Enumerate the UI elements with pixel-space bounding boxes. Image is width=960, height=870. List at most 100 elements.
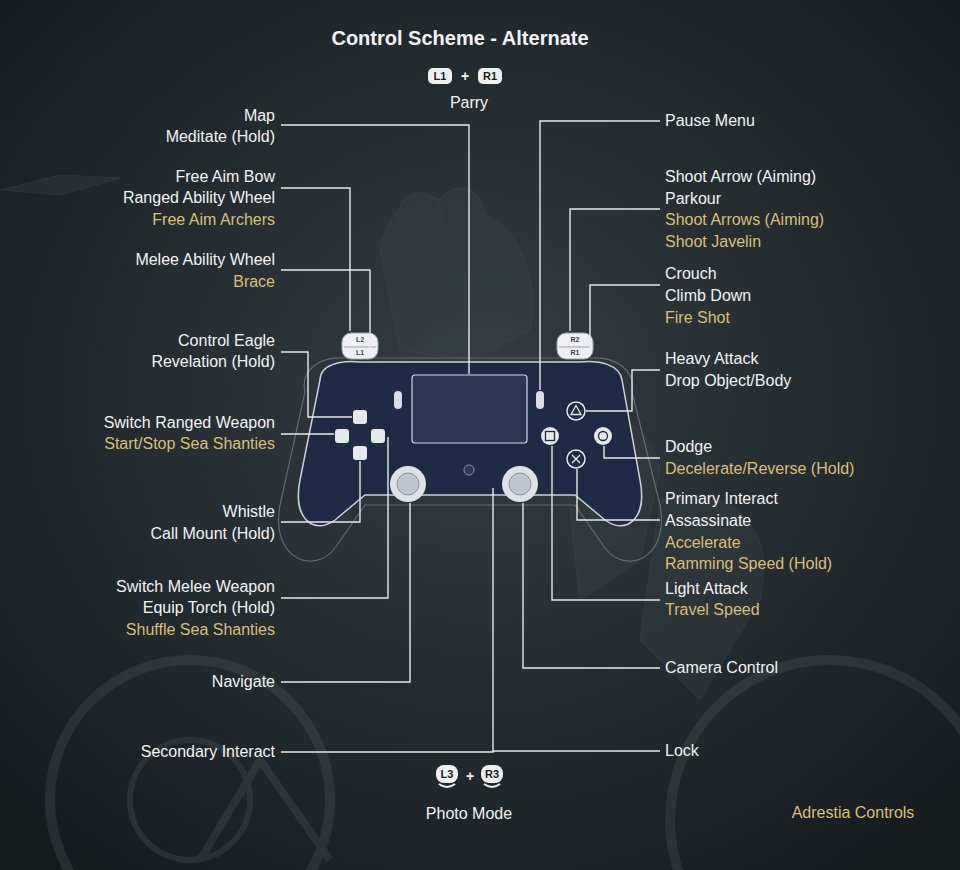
button-badge-text: L1 — [434, 70, 447, 83]
naval-control-label: Ramming Speed (Hold) — [665, 555, 832, 573]
control-label: Switch Ranged Weapon — [104, 414, 275, 432]
control-label: Control Eagle — [178, 332, 275, 350]
triangle-symbol — [571, 406, 581, 415]
left-stick — [390, 466, 426, 502]
shield-emblem — [200, 760, 330, 860]
leader-line — [281, 270, 370, 348]
trigger-marking: L1 — [356, 349, 364, 357]
control-label: Photo Mode — [426, 805, 512, 823]
trigger-marking: R1 — [571, 349, 580, 357]
leader-line — [570, 209, 660, 331]
button-badge-text: L3 — [441, 768, 454, 781]
cross-symbol — [572, 455, 580, 463]
gamepad-outer-outline — [279, 358, 662, 561]
dpad-down — [353, 446, 367, 460]
stick-badge-base — [439, 784, 455, 787]
control-label: Whistle — [223, 503, 275, 521]
control-label: Equip Torch (Hold) — [143, 599, 275, 617]
stick-badge-base — [484, 784, 500, 787]
trigger-split — [559, 347, 591, 348]
trigger-split — [344, 347, 376, 348]
leader-line — [281, 437, 388, 598]
control-label: Primary Interact — [665, 490, 778, 508]
statue-body — [380, 188, 533, 360]
leader-line — [281, 461, 360, 522]
plus-sign: + — [461, 68, 469, 84]
naval-control-label: Decelerate/Reverse (Hold) — [665, 460, 854, 478]
gamepad — [279, 333, 662, 561]
button-badges — [428, 68, 503, 787]
leader-line — [493, 750, 660, 751]
button-badge-text: R3 — [485, 768, 499, 781]
trigger-marking: L2 — [356, 336, 364, 344]
control-label: Shoot Arrow (Aiming) — [665, 168, 816, 186]
leader-line — [586, 370, 660, 411]
touchpad — [412, 375, 527, 443]
right-stick — [502, 466, 538, 502]
diagram-title: Control Scheme - Alternate — [331, 27, 588, 50]
control-label: Assassinate — [665, 512, 751, 530]
leader-lines — [281, 121, 660, 752]
naval-control-label: Travel Speed — [665, 601, 760, 619]
circle-symbol — [599, 432, 608, 441]
circle-button — [594, 427, 612, 445]
naval-control-label: Fire Shot — [665, 309, 730, 327]
leader-line — [590, 285, 660, 348]
dpad-left — [335, 429, 349, 443]
l-trigger — [342, 333, 378, 359]
control-label: Revelation (Hold) — [151, 353, 275, 371]
control-label: Parry — [450, 94, 488, 112]
naval-control-label: Shuffle Sea Shanties — [126, 621, 275, 639]
control-label: Call Mount (Hold) — [151, 525, 275, 543]
square-button — [541, 427, 559, 445]
button-badge-text: R1 — [483, 70, 497, 83]
badge-pill — [428, 68, 452, 84]
dpad-up — [353, 410, 367, 424]
naval-control-label: Brace — [233, 273, 275, 291]
control-label: Climb Down — [665, 287, 751, 305]
right-stick-cap — [509, 473, 531, 495]
naval-control-label: Free Aim Archers — [152, 211, 275, 229]
legend-note: Adrestia Controls — [792, 804, 915, 822]
leader-line — [577, 469, 660, 520]
naval-control-label: Accelerate — [665, 534, 741, 552]
control-label: Secondary Interact — [141, 743, 275, 761]
naval-control-label: Shoot Arrows (Aiming) — [665, 211, 824, 229]
control-label: Pause Menu — [665, 112, 755, 130]
square-symbol — [546, 432, 555, 441]
leader-line — [281, 503, 410, 682]
shield-left — [50, 660, 330, 870]
control-label: Switch Melee Weapon — [116, 578, 275, 596]
control-label: Navigate — [212, 673, 275, 691]
control-label: Free Aim Bow — [175, 168, 275, 186]
left-stick-cap — [397, 473, 419, 495]
control-label: Camera Control — [665, 659, 778, 677]
leader-line — [281, 433, 334, 434]
badge-pill — [478, 68, 502, 84]
control-label: Map — [244, 107, 275, 125]
cross-button — [567, 450, 585, 468]
naval-control-label: Shoot Javelin — [665, 233, 761, 251]
control-label: Drop Object/Body — [665, 372, 791, 390]
control-label: Parkour — [665, 190, 721, 208]
control-label: Ranged Ability Wheel — [123, 189, 275, 207]
leader-line — [281, 188, 350, 331]
control-label: Dodge — [665, 438, 712, 456]
spear — [0, 175, 120, 195]
ps-button — [464, 465, 474, 475]
naval-control-label: Start/Stop Sea Shanties — [104, 435, 275, 453]
options-button — [536, 391, 544, 409]
control-label: Meditate (Hold) — [166, 128, 275, 146]
stick-badge — [436, 765, 458, 783]
triangle-button — [567, 402, 585, 420]
leader-line — [281, 125, 469, 374]
plus-sign: + — [466, 768, 474, 784]
share-button — [394, 391, 402, 409]
control-label: Lock — [665, 742, 699, 760]
leader-line — [604, 446, 660, 458]
gamepad-body — [298, 362, 641, 526]
statue-head — [398, 193, 442, 237]
leader-line — [281, 488, 493, 752]
